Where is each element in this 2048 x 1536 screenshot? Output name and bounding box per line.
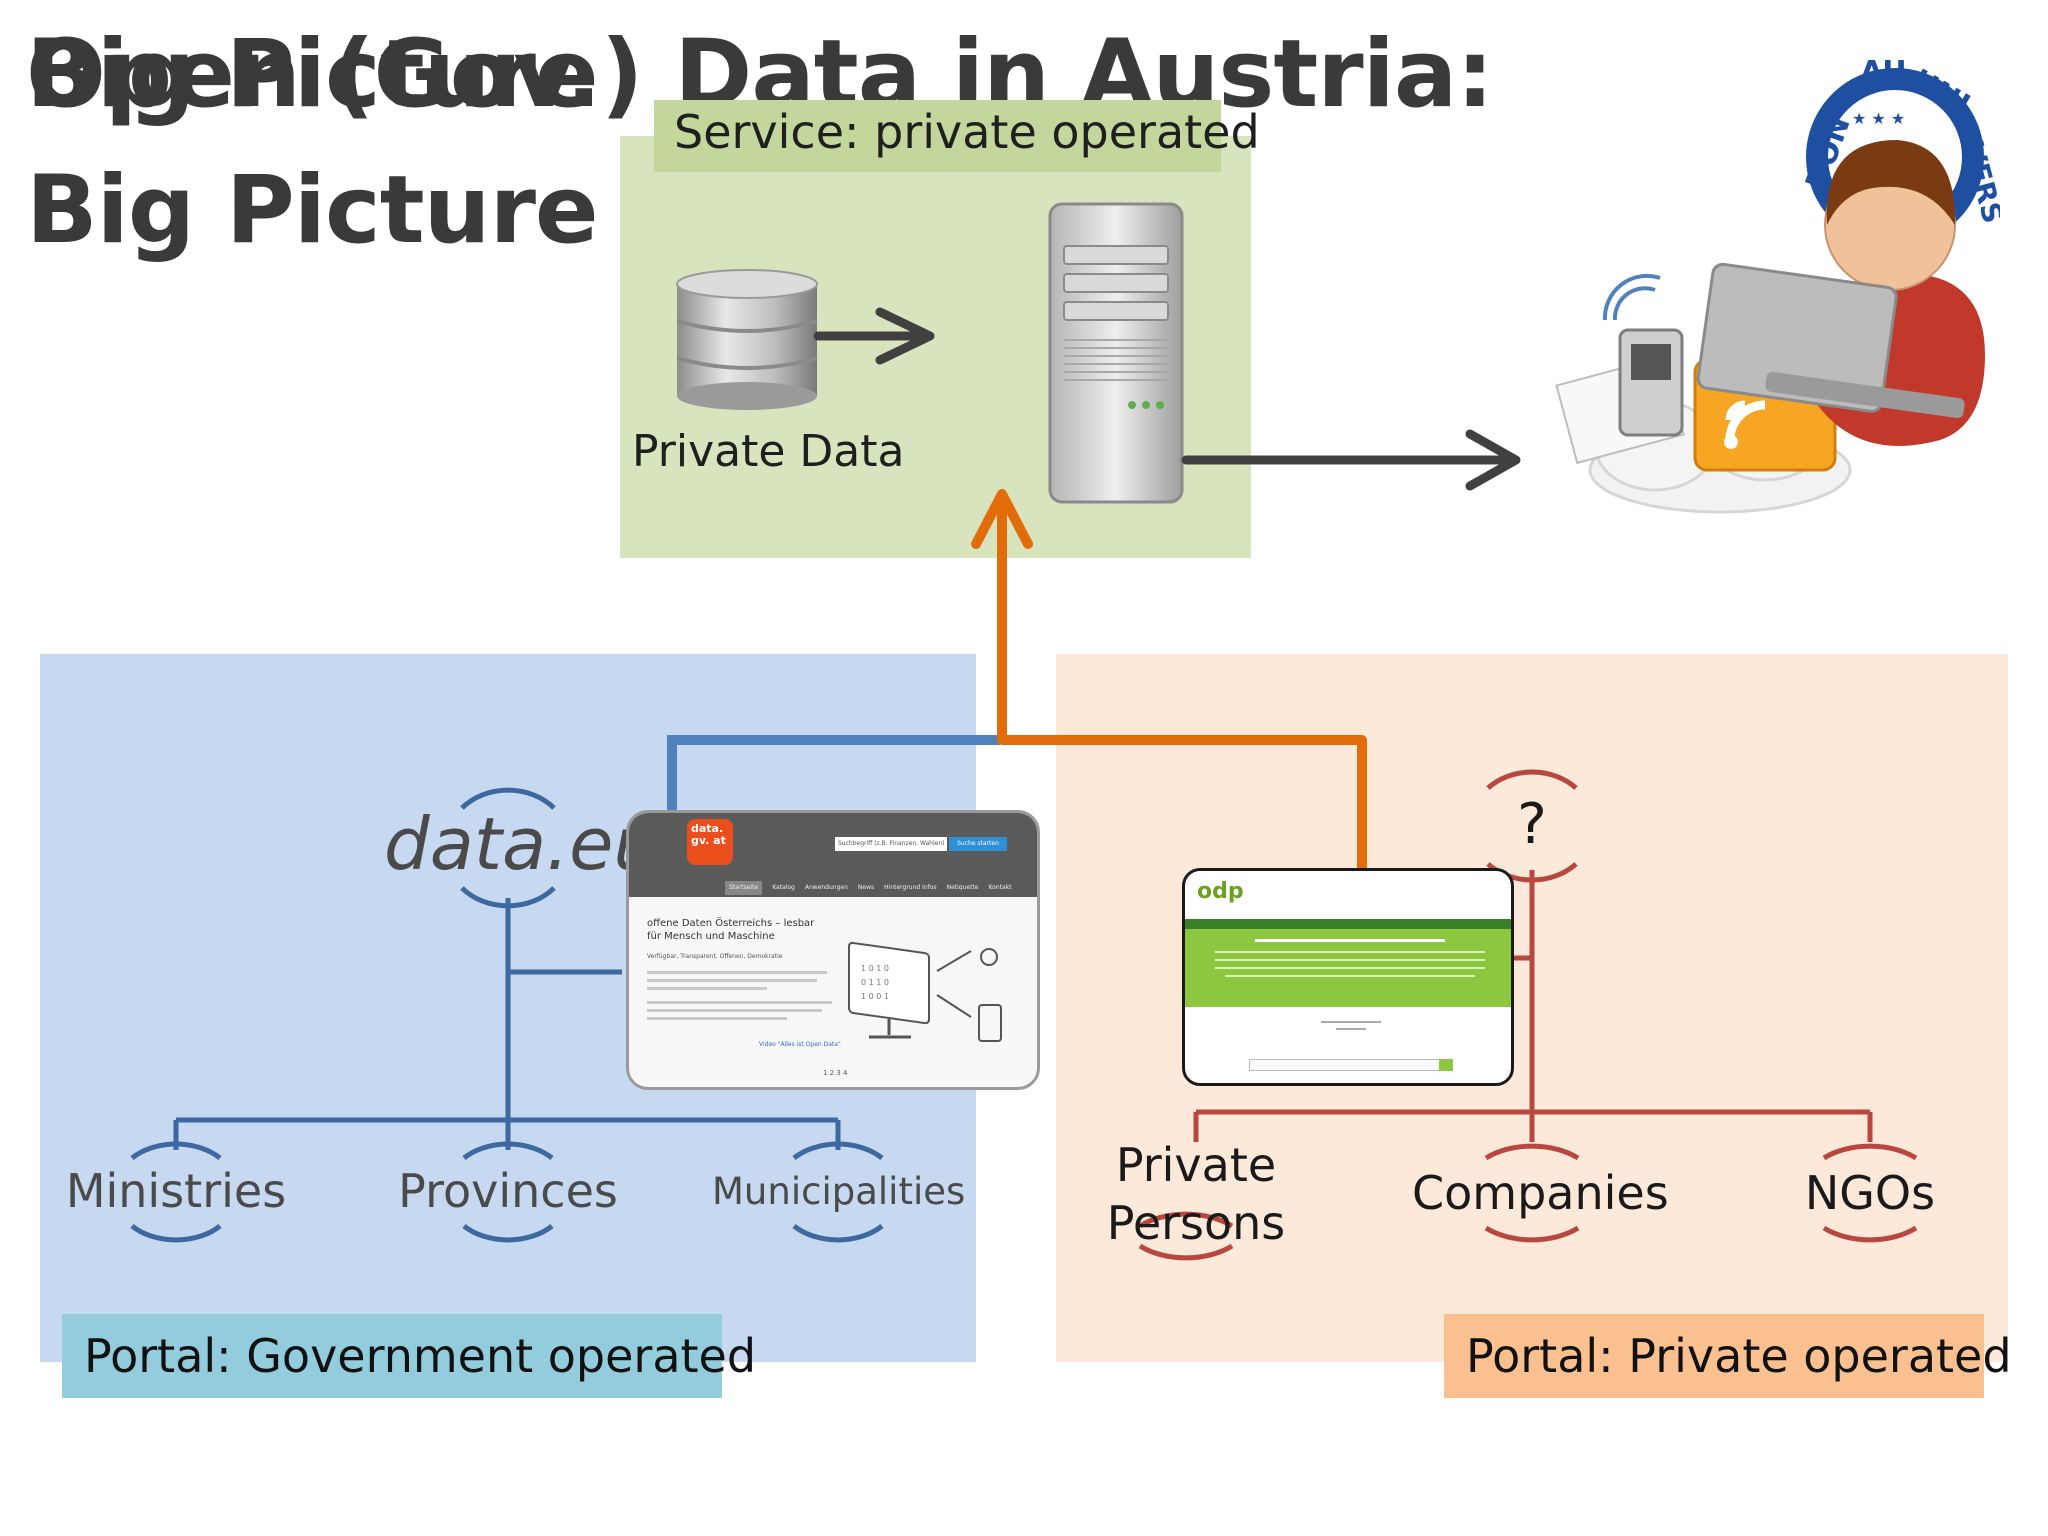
odp-logo-text: odp — [1197, 879, 1244, 904]
user-laptop-icon — [1545, 130, 1985, 515]
server-tower-icon — [1046, 200, 1186, 506]
gov-nav-item[interactable]: Startseite — [725, 881, 763, 895]
flow-arrows — [813, 307, 1521, 491]
gov-child-provinces: Provinces — [398, 1164, 618, 1218]
database-icon — [672, 266, 822, 416]
gov-screenshot-logo-text: data. gv. at — [691, 822, 726, 847]
gov-hub-label: data.eu — [384, 802, 659, 886]
gov-nav-item[interactable]: Katalog — [772, 884, 795, 891]
private-feed-line — [997, 500, 1367, 940]
svg-text:1 0 0 1: 1 0 0 1 — [861, 992, 889, 1001]
gov-screenshot-subheading: Verfügbar, Transparent, Offenen, Demokra… — [647, 953, 783, 960]
gov-nav-item[interactable]: News — [857, 884, 875, 891]
private-child-persons: Private Persons — [1106, 1138, 1286, 1250]
gov-screenshot-search-placeholder: Suchbegriff (z.B. Finanzen, Wahlen) — [838, 840, 945, 847]
gov-screenshot-nav: Startseite Katalog Anwendungen News Hint… — [725, 881, 1037, 895]
title-line2: Big Picture — [26, 156, 599, 265]
title-overlap-a: Big Picture — [26, 20, 599, 129]
odp-logo: odp — [1197, 879, 1244, 904]
gov-screenshot-video-link[interactable]: Video "Alles ist Open Data" — [759, 1041, 841, 1048]
gov-screenshot-search-button[interactable]: Suche starten — [949, 837, 1007, 851]
gov-child-ministries: Ministries — [65, 1164, 287, 1218]
gov-child-municipalities: Municipalities — [712, 1170, 966, 1213]
svg-text:1 0 1 0: 1 0 1 0 — [861, 964, 889, 973]
gov-portal-screenshot: data. gv. at Suchbegriff (z.B. Finanzen,… — [626, 810, 1040, 1090]
gov-screenshot-logo: data. gv. at — [687, 819, 733, 865]
private-child-ngos: NGOs — [1804, 1166, 1936, 1220]
private-data-label: Private Data — [632, 426, 905, 477]
gov-screenshot-body-lines — [647, 971, 837, 1031]
service-panel-title: Service: private operated — [654, 100, 1260, 172]
odp-hero — [1185, 929, 1511, 1007]
monitor-illustration-icon: 1 0 1 0 0 1 1 0 1 0 0 1 — [839, 931, 1019, 1051]
gov-tree-lines — [130, 787, 884, 1243]
private-child-companies: Companies — [1412, 1166, 1669, 1220]
gov-nav-item[interactable]: Anwendungen — [804, 884, 848, 891]
private-hub-label: ? — [1517, 792, 1547, 857]
private-portal-caption: Portal: Private operated — [1444, 1314, 2012, 1398]
svg-text:★ ★ ★: ★ ★ ★ — [1852, 109, 1905, 128]
gov-nav-item[interactable]: Netiquette — [946, 884, 979, 891]
svg-text:0 1 1 0: 0 1 1 0 — [861, 978, 889, 987]
gov-nav-item[interactable]: Hintergrund Infos — [884, 884, 937, 891]
odp-search-input[interactable] — [1249, 1059, 1443, 1071]
odp-search-button[interactable] — [1439, 1059, 1453, 1071]
gov-screenshot-search-button-label: Suche starten — [957, 840, 999, 847]
odp-nav-bar — [1185, 919, 1511, 929]
gov-screenshot-heading: offene Daten Österreichs – lesbar für Me… — [647, 918, 815, 942]
private-tree-lines — [1138, 769, 1918, 1261]
gov-nav-item[interactable]: Kontakt — [988, 884, 1012, 891]
svg-text:AU: AU — [1860, 55, 1907, 90]
gov-portal-caption: Portal: Government operated — [62, 1314, 756, 1398]
gov-screenshot-search-input[interactable]: Suchbegriff (z.B. Finanzen, Wahlen) — [835, 837, 947, 851]
odp-stats — [1321, 1021, 1381, 1041]
gov-screenshot-pager[interactable]: 1 2 3 4 — [823, 1069, 848, 1077]
private-portal-screenshot: odp — [1182, 868, 1514, 1086]
